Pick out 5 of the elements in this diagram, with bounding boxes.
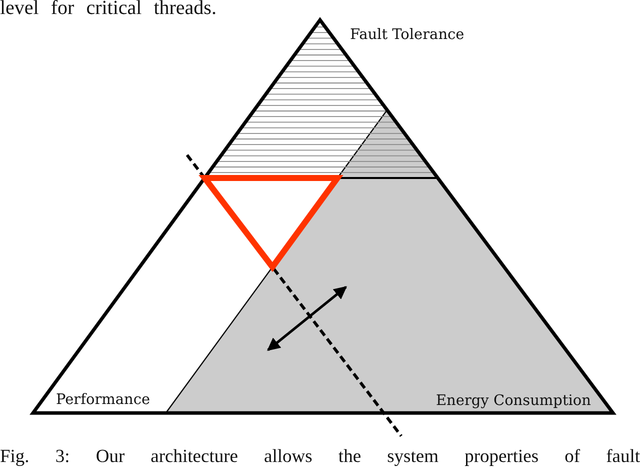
- figure-caption: Fig. 3: Our architecture allows the system properties of fault: [0, 447, 640, 467]
- body-text: level for critical threads.: [0, 0, 216, 19]
- vertex-label: Energy Consumption: [436, 392, 591, 410]
- vertex-label: Performance: [56, 391, 150, 409]
- vertex-label: Fault Tolerance: [350, 26, 464, 44]
